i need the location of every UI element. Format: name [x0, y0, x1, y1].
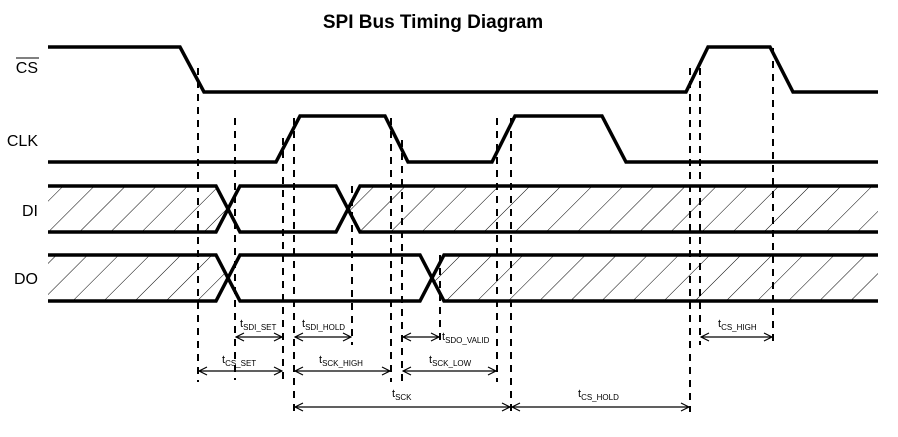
- cs-waveform: [48, 45, 878, 94]
- t-cs-high-label: tCS_HIGH: [718, 318, 757, 332]
- reference-lines: [197, 48, 774, 412]
- clk-waveform: [48, 114, 878, 164]
- cs-label: CS: [16, 60, 38, 77]
- t-sdo-valid-label: tSDO_VALID: [442, 331, 490, 345]
- di-waveform: [48, 184, 878, 234]
- di-invalid-regions: [48, 186, 878, 232]
- do-invalid-regions: [48, 255, 878, 301]
- t-cs-set-label: tCS_SET: [222, 354, 256, 368]
- do-waveform: [48, 253, 878, 303]
- t-sck-high-label: tSCK_HIGH: [319, 354, 363, 368]
- diagram-title: SPI Bus Timing Diagram: [323, 12, 543, 33]
- t-sck-low-label: tSCK_LOW: [429, 354, 472, 368]
- t-sck-label: tSCK: [392, 388, 412, 402]
- t-cs-hold-label: tCS_HOLD: [578, 388, 619, 402]
- timing-arrows: [199, 337, 772, 407]
- clk-label: CLK: [7, 133, 38, 150]
- t-sdi-set-label: tSDI_SET: [240, 318, 277, 332]
- t-sdi-hold-label: tSDI_HOLD: [302, 318, 345, 332]
- di-label: DI: [22, 203, 38, 220]
- do-label: DO: [14, 271, 38, 288]
